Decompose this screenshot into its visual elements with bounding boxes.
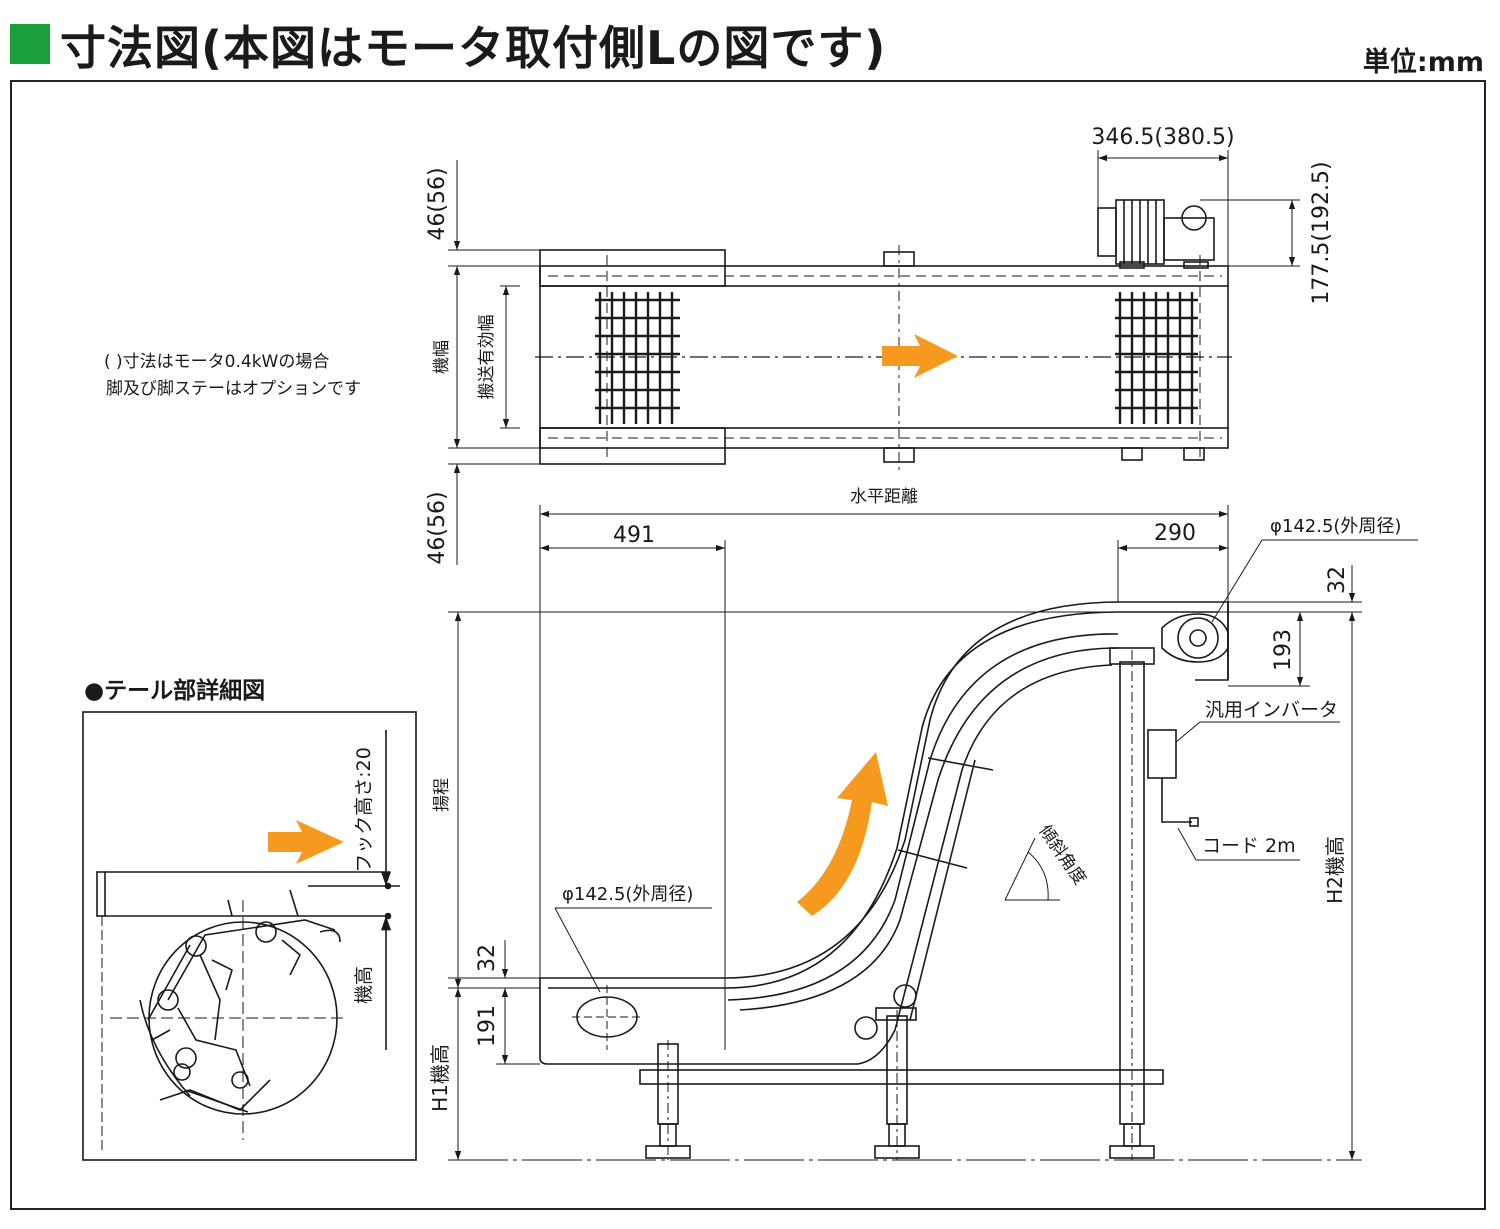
tail-sprocket-label: φ142.5(外周径)	[562, 884, 693, 905]
horizontal-distance-label: 水平距離	[850, 487, 918, 507]
header-square-icon	[10, 24, 50, 64]
bottom-offset-dim: 46(56)	[425, 491, 450, 564]
tail-chain-sprocket	[595, 292, 680, 424]
motor-height-dim: 177.5(192.5)	[1309, 161, 1334, 304]
header: 寸法図(本図はモータ取付側Lの図です) 単位:mm	[10, 6, 1490, 78]
incline-flow-arrow-icon	[797, 752, 888, 916]
incline-angle-label: 傾斜角度	[1034, 822, 1089, 889]
conveyor-body-top	[540, 601, 1229, 979]
head-sprocket	[1177, 617, 1219, 659]
tail-cover-bottom	[539, 427, 726, 465]
head-chain-sprocket	[1115, 292, 1198, 424]
machine-width-label: 機幅	[432, 340, 452, 374]
flow-arrow-icon	[882, 334, 958, 378]
head-top-dim: 32	[1325, 566, 1350, 594]
note-legs-option: 脚及び脚ステーはオプションです	[106, 379, 361, 399]
tail-machine-height-label: 機高	[353, 966, 375, 1004]
top-offset-dim: 46(56)	[425, 167, 450, 240]
top-view	[535, 199, 1232, 470]
top-view-dimensions	[448, 150, 1300, 565]
tail-detail	[82, 711, 417, 1161]
tail-height-dim: 191	[475, 1005, 500, 1047]
tail-detail-title: ●テール部詳細図	[84, 677, 265, 704]
h1-label: H1機高	[428, 1044, 452, 1112]
motor-width-dim: 346.5(380.5)	[1091, 125, 1234, 150]
conveyor-body-bottom	[539, 664, 1113, 1065]
note-motor-option: ( )寸法はモータ0.4kWの場合	[104, 352, 329, 372]
h2-label: H2機高	[1323, 836, 1347, 904]
head-drop-dim: 193	[1271, 629, 1296, 671]
cord-label: コード 2m	[1202, 835, 1296, 857]
inverter-box	[1147, 729, 1177, 779]
head-length-dim: 290	[1154, 521, 1196, 546]
drive-motor	[1097, 199, 1215, 269]
head-sprocket-label: φ142.5(外周径)	[1270, 516, 1401, 537]
side-view	[539, 601, 1229, 1160]
tail-top-dim: 32	[475, 944, 500, 972]
inverter-label: 汎用インバータ	[1205, 699, 1338, 721]
lift-label: 揚程	[432, 778, 452, 812]
side-view-dimensions	[448, 505, 1418, 1161]
tail-flow-arrow-icon	[268, 820, 344, 864]
leg-stay	[639, 1069, 1164, 1085]
effective-width-label: 搬送有効幅	[477, 315, 497, 400]
tail-length-dim: 491	[613, 523, 655, 548]
page-title: 寸法図(本図はモータ取付側Lの図です)	[60, 21, 887, 75]
hook-height-label: フック高さ:20	[353, 747, 375, 873]
tail-detail-box	[82, 711, 417, 1161]
tail-cover-top	[539, 249, 726, 287]
unit-label: 単位:mm	[1362, 47, 1484, 78]
drawing-frame	[10, 80, 1486, 1210]
